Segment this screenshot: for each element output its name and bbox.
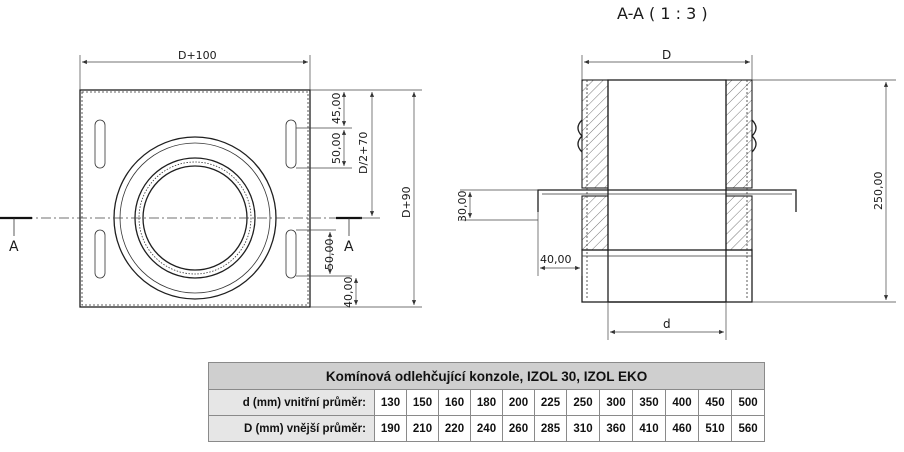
wall-right-upper	[725, 79, 753, 189]
cell-d: 160	[438, 389, 471, 416]
cell-D: 460	[665, 415, 699, 442]
table-row: D (mm) vnější průměr: 190 210 220 240 26…	[208, 415, 766, 442]
row-label-D: D (mm) vnější průměr:	[208, 415, 375, 442]
slot-top-right	[285, 119, 297, 169]
dim-inner-label: d	[663, 317, 671, 331]
cell-D: 310	[566, 415, 600, 442]
cell-D: 560	[730, 415, 766, 442]
slot-top-left	[94, 119, 106, 169]
table-title: Komínová odlehčující konzole, IZOL 30, I…	[207, 362, 766, 390]
cell-d: 150	[406, 389, 439, 416]
table-row: d (mm) vnitřní průměr: 130 150 160 180 2…	[208, 389, 766, 416]
cell-D: 285	[534, 415, 567, 442]
plate-inner-outline	[81, 91, 309, 306]
cell-D: 210	[406, 415, 439, 442]
slot-bottom-left	[94, 229, 106, 279]
cell-d: 130	[374, 389, 407, 416]
dim-flange-label: 30,00	[456, 191, 469, 223]
cell-D: 410	[632, 415, 666, 442]
flange-ring-dashed	[138, 161, 252, 275]
cell-D: 240	[470, 415, 503, 442]
slot-bottom-right	[285, 229, 297, 279]
dim-slot-top-label: 50,00	[330, 133, 343, 165]
cell-D: 260	[502, 415, 535, 442]
row-label-d: d (mm) vnitřní průměr:	[208, 389, 375, 416]
wall-left-lower	[581, 195, 609, 251]
cell-D: 220	[438, 415, 471, 442]
dim-height-label-section: 250,00	[872, 172, 885, 211]
plan-view: A A D+100 D+90 D/2+70 45,00 50,00 50,00 …	[0, 49, 422, 308]
cell-D: 510	[698, 415, 732, 442]
section-mark-right: A	[344, 239, 354, 255]
dim-outer-label: D	[662, 48, 671, 62]
section-title: A-A ( 1 : 3 )	[617, 4, 708, 23]
cell-d: 450	[698, 389, 732, 416]
dim-top-offset-label: 45,00	[330, 93, 343, 125]
dim-slot-bottom-label: 50,00	[323, 239, 336, 271]
inner-pipe	[607, 79, 727, 303]
dim-height-label: D+90	[400, 186, 413, 218]
cell-d: 400	[665, 389, 699, 416]
technical-drawing: A A D+100 D+90 D/2+70 45,00 50,00 50,00 …	[0, 4, 896, 340]
flange-plate	[537, 189, 797, 212]
cell-D: 360	[599, 415, 633, 442]
cell-d: 180	[470, 389, 503, 416]
dim-width-label: D+100	[178, 49, 217, 62]
wall-right-lower	[725, 195, 753, 251]
spec-table: Komínová odlehčující konzole, IZOL 30, I…	[207, 362, 766, 442]
cell-d: 300	[599, 389, 633, 416]
section-view: A-A ( 1 : 3 ) D d 250,00	[456, 4, 896, 340]
section-mark-left: A	[9, 239, 19, 255]
cell-d: 500	[730, 389, 766, 416]
cell-d: 200	[502, 389, 535, 416]
wall-left-upper	[581, 79, 609, 189]
dim-bottom-offset-label: 40,00	[342, 277, 355, 309]
cell-d: 350	[632, 389, 666, 416]
cell-D: 190	[374, 415, 407, 442]
dim-half-label: D/2+70	[357, 132, 370, 174]
plate-outline	[79, 89, 311, 308]
cell-d: 225	[534, 389, 567, 416]
cell-d: 250	[566, 389, 600, 416]
dim-offset-label: 40,00	[540, 253, 572, 266]
